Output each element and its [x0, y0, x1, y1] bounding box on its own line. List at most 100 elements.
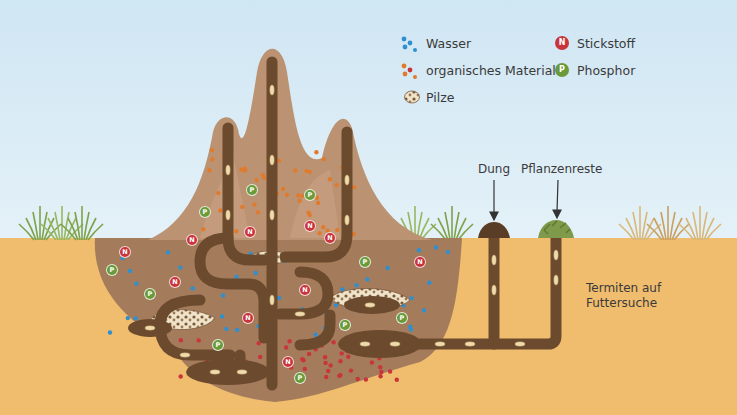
pointer-arrows	[490, 180, 561, 220]
nutrient-dot	[338, 359, 342, 363]
nutrient-dot	[365, 277, 369, 281]
nitrogen-marker: N	[324, 232, 336, 244]
termite	[180, 353, 190, 357]
nutrient-dot	[284, 345, 288, 349]
nutrient-dot	[252, 203, 256, 207]
grass-blade	[458, 224, 473, 240]
grass-blade	[61, 206, 63, 240]
termite	[210, 370, 220, 374]
grass-blade	[667, 206, 669, 240]
grass-blade	[75, 212, 80, 240]
nutrient-dot	[331, 340, 335, 344]
nutrient-dot	[314, 333, 318, 337]
nitrogen-marker: N	[119, 246, 131, 258]
nutrient-dot	[378, 374, 382, 378]
termite	[270, 155, 274, 165]
nutrient-dot	[427, 281, 431, 285]
phosphorus-marker: P	[359, 256, 371, 268]
nutrient-dot	[364, 377, 368, 381]
nutrient-dot	[322, 157, 326, 161]
pointer-label: Pflanzenreste	[521, 162, 602, 177]
termite	[390, 342, 400, 346]
nutrient-dot	[303, 367, 307, 371]
nutrient-dot	[287, 339, 291, 343]
grass-blade	[619, 224, 634, 240]
nutrient-dot	[108, 330, 112, 334]
dung-pile	[478, 222, 510, 238]
legend-label: Stickstoff	[577, 36, 635, 52]
grass-blade	[661, 212, 666, 240]
termite	[226, 210, 230, 220]
nutrient-dot	[356, 377, 360, 381]
nitrogen-marker: N	[169, 276, 181, 288]
nutrient-dot	[218, 208, 222, 212]
nutrient-dot	[422, 308, 426, 312]
nitrogen-marker: N	[244, 226, 256, 238]
nutrient-dot	[316, 201, 320, 205]
plant-litter	[538, 220, 574, 238]
nutrient-dot	[346, 355, 350, 359]
termite	[492, 255, 496, 265]
phosphorus-marker: P	[294, 372, 306, 384]
nutrient-dot	[262, 176, 266, 180]
nutrient-dot	[293, 168, 297, 172]
phosphorus-marker: P	[106, 264, 118, 276]
termite	[295, 312, 305, 316]
nutrient-dot	[308, 213, 312, 217]
nutrient-dot	[326, 369, 330, 373]
termite	[360, 342, 370, 346]
termite	[365, 303, 375, 307]
phosphorus-marker: P	[339, 319, 351, 331]
nutrient-dot	[298, 199, 302, 203]
grass-blade	[33, 212, 38, 240]
nutrient-dot	[352, 185, 356, 189]
nutrient-dot	[417, 248, 421, 252]
pointer-label: Dung	[478, 162, 510, 177]
termite	[554, 250, 558, 260]
termite	[270, 210, 274, 220]
fungus-sample	[405, 91, 420, 103]
grass-blade	[679, 224, 694, 240]
nutrient-dot	[395, 378, 399, 382]
nitrogen-marker: N	[414, 256, 426, 268]
nutrient-dot	[254, 178, 258, 182]
nutrient-dot	[408, 325, 412, 329]
nutrient-dot	[337, 374, 341, 378]
nutrient-dot	[133, 316, 137, 320]
nutrient-dot	[179, 374, 183, 378]
nutrient-dot	[379, 370, 383, 374]
nutrient-dot	[166, 250, 170, 254]
grass-blade	[451, 206, 453, 240]
grass-blade	[445, 212, 450, 240]
phosphorus-marker: P	[396, 312, 408, 324]
nutrient-dot	[235, 328, 239, 332]
termite	[435, 342, 445, 346]
legend-label: Pilze	[426, 90, 454, 106]
nutrient-dot	[307, 352, 311, 356]
grass-blade	[19, 224, 34, 240]
underground-nest	[95, 238, 462, 402]
plant-litter-leaves	[544, 221, 570, 234]
nutrient-dot	[179, 338, 183, 342]
nitrogen-marker: N	[282, 356, 294, 368]
grass-blade	[61, 224, 76, 240]
grass-blade	[81, 206, 83, 240]
nutrient-dot	[324, 375, 328, 379]
nutrient-dot	[178, 265, 182, 269]
nutrient-dot	[210, 148, 214, 152]
nutrient-dot	[197, 338, 201, 342]
nutrient-dot	[210, 157, 214, 161]
chambers	[128, 296, 422, 385]
grass-blade	[647, 224, 662, 240]
termite	[145, 326, 155, 330]
termite	[554, 275, 558, 285]
nitrogen-marker: N	[242, 312, 254, 324]
nutrient-dot	[220, 314, 224, 318]
nutrient-dot	[224, 327, 228, 331]
grass-blade	[88, 224, 103, 240]
nutrient-dot	[128, 269, 132, 273]
termite	[492, 285, 496, 295]
annotation: Termiten auf Futtersuche	[586, 281, 681, 311]
nutrient-dot	[126, 316, 130, 320]
nutrient-dot	[234, 229, 238, 233]
